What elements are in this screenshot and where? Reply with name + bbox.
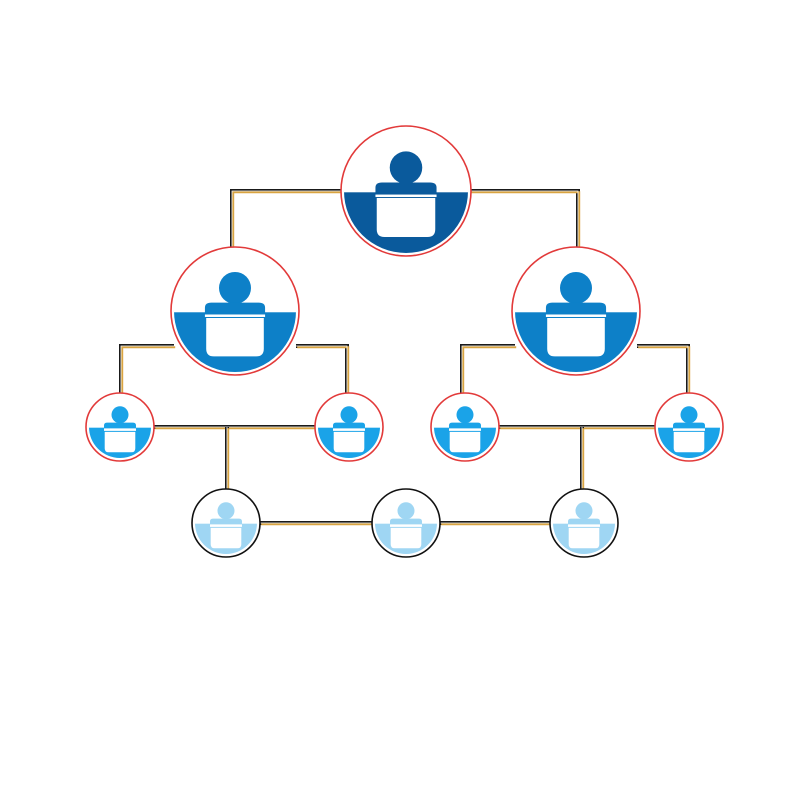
connector-line-gap <box>469 190 579 247</box>
connector-n2-n5 <box>460 344 517 395</box>
laptop-screen <box>568 527 600 549</box>
connector-n0-n1 <box>230 189 345 249</box>
connector-n0-n2 <box>469 189 581 249</box>
person-at-desk-icon <box>673 406 705 453</box>
connector-n1-n3 <box>119 344 176 395</box>
connector-line-inner <box>638 346 691 395</box>
desk-edge <box>204 314 266 317</box>
laptop-screen <box>210 527 242 549</box>
person-node-n9 <box>549 488 619 558</box>
connector-n2-n6 <box>637 344 691 395</box>
person-node-n2 <box>511 246 641 376</box>
person-torso <box>545 302 607 316</box>
person-nodes <box>85 125 724 558</box>
connector-line-gap <box>296 345 348 393</box>
person-torso <box>375 182 437 196</box>
laptop-screen <box>390 527 422 549</box>
connector-n8-n9 <box>440 521 552 526</box>
laptop-screen <box>206 317 264 357</box>
desk-edge <box>673 428 705 431</box>
desk-edge <box>545 314 607 317</box>
connector-line-gap <box>461 345 515 393</box>
connector-n3-n7 <box>225 427 230 491</box>
person-torso <box>568 518 600 526</box>
person-torso <box>333 422 365 430</box>
laptop-screen <box>104 431 136 453</box>
person-node-n6 <box>654 392 724 462</box>
person-head <box>389 151 423 184</box>
desk-edge <box>210 524 242 527</box>
person-head <box>680 406 698 424</box>
desk-edge <box>449 428 481 431</box>
connector-line-inner <box>462 346 517 395</box>
connector-n7-n8 <box>260 521 374 526</box>
person-torso <box>390 518 422 526</box>
person-at-desk-icon <box>390 502 422 549</box>
person-head <box>575 502 593 520</box>
person-at-desk-icon <box>545 271 607 357</box>
person-head <box>217 502 235 520</box>
person-at-desk-icon <box>104 406 136 453</box>
person-node-n7 <box>191 488 261 558</box>
person-node-n0 <box>340 125 472 257</box>
person-node-n3 <box>85 392 155 462</box>
person-head <box>111 406 129 424</box>
connector-line-gap <box>231 190 343 247</box>
connector-line-outer <box>296 344 349 393</box>
person-torso <box>104 422 136 430</box>
person-head <box>560 271 592 304</box>
person-head <box>219 271 251 304</box>
person-head <box>456 406 474 424</box>
desk-edge <box>568 524 600 527</box>
connector-line-inner <box>470 191 581 249</box>
connector-line-gap <box>120 345 174 393</box>
laptop-screen <box>673 431 705 453</box>
connector-line-outer <box>637 344 690 393</box>
laptop-screen <box>376 198 436 238</box>
person-head <box>397 502 415 520</box>
person-at-desk-icon <box>568 502 600 549</box>
person-torso <box>204 302 266 316</box>
connector-line-inner <box>232 191 345 249</box>
person-node-n8 <box>371 488 441 558</box>
laptop-screen <box>449 431 481 453</box>
desk-edge <box>333 428 365 431</box>
person-at-desk-icon <box>449 406 481 453</box>
connector-n1-n4 <box>296 344 350 395</box>
desk-edge <box>390 524 422 527</box>
connector-line-outer <box>460 344 515 393</box>
person-node-n4 <box>314 392 384 462</box>
connector-line-outer <box>230 189 343 247</box>
person-torso <box>673 422 705 430</box>
person-at-desk-icon <box>333 406 365 453</box>
person-torso <box>210 518 242 526</box>
person-at-desk-icon <box>375 151 437 238</box>
person-at-desk-icon <box>204 271 266 357</box>
connector-line-inner <box>121 346 176 395</box>
connector-line-outer <box>119 344 174 393</box>
person-node-n1 <box>170 246 300 376</box>
connector-line-gap <box>637 345 689 393</box>
person-node-n5 <box>430 392 500 462</box>
connector-n5-n6 <box>499 425 657 430</box>
person-torso <box>449 422 481 430</box>
connector-line-outer <box>469 189 580 247</box>
desk-edge <box>375 194 437 198</box>
person-at-desk-icon <box>210 502 242 549</box>
desk-edge <box>104 428 136 431</box>
person-head <box>340 406 358 424</box>
laptop-screen <box>547 317 605 357</box>
connector-n6-n9 <box>580 427 585 491</box>
laptop-screen <box>333 431 365 453</box>
connector-lines <box>119 189 691 526</box>
connector-n3-n4 <box>154 425 317 430</box>
connector-line-inner <box>297 346 350 395</box>
